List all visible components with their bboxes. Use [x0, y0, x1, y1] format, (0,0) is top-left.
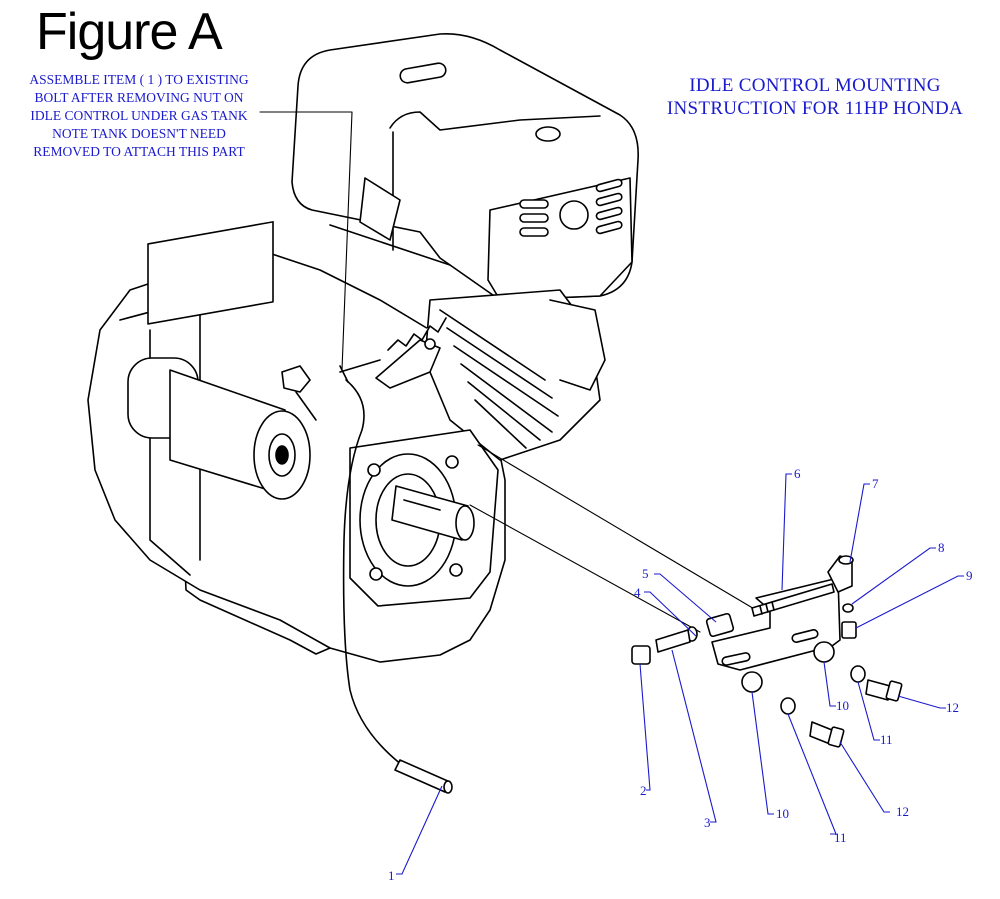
callout-10-lower: 10 — [776, 806, 789, 821]
cable-end-tube — [394, 759, 453, 794]
crankshaft — [391, 485, 475, 541]
callout-11-lower: 11 — [834, 830, 847, 845]
heading-line: IDLE CONTROL MOUNTING — [689, 75, 941, 96]
idle-bracket — [711, 577, 841, 671]
elbow-fitting — [827, 555, 854, 593]
throttle-spring — [339, 317, 447, 389]
instruction-heading: IDLE CONTROL MOUNTING INSTRUCTION FOR 11… — [640, 74, 990, 120]
heading-line: INSTRUCTION FOR 11HP HONDA — [666, 98, 964, 119]
hex-bolt — [865, 679, 903, 702]
note-line: ASSEMBLE ITEM ( 1 ) TO EXISTING — [29, 72, 249, 87]
note-line: REMOVED TO ATTACH THIS PART — [33, 144, 245, 159]
note-line: NOTE TANK DOESN'T NEED — [52, 126, 226, 141]
callout-2: 2 — [640, 783, 647, 798]
lock-washer — [780, 697, 796, 715]
callout-3: 3 — [704, 815, 711, 830]
air-cleaner — [487, 177, 633, 301]
callout-10-upper: 10 — [836, 698, 849, 713]
hex-bolt — [809, 721, 845, 748]
hex-nut — [631, 645, 651, 665]
callout-4: 4 — [634, 585, 641, 600]
figure-title: Figure A — [36, 3, 223, 61]
callout-7: 7 — [872, 476, 879, 491]
note-line: BOLT AFTER REMOVING NUT ON — [34, 90, 244, 105]
flat-washer — [813, 641, 835, 663]
callout-9: 9 — [966, 568, 973, 583]
assembly-note: ASSEMBLE ITEM ( 1 ) TO EXISTING BOLT AFT… — [8, 71, 270, 161]
callout-6: 6 — [794, 466, 801, 481]
idle-control-cable — [339, 365, 421, 779]
callout-labels: 1 2 3 4 5 6 7 8 9 10 10 11 11 12 12 — [388, 466, 973, 883]
callout-11-upper: 11 — [880, 732, 893, 747]
choke-lever — [281, 365, 317, 421]
callout-5: 5 — [642, 566, 649, 581]
callout-12-lower: 12 — [896, 804, 909, 819]
ferrule — [842, 603, 854, 613]
note-line: IDLE CONTROL UNDER GAS TANK — [30, 108, 248, 123]
callout-leaders — [396, 473, 964, 875]
alignment-lines — [259, 111, 757, 633]
callout-12-upper: 12 — [946, 700, 959, 715]
shoulder-bolt — [655, 629, 691, 653]
compression-nut — [841, 621, 857, 639]
flat-washer — [741, 671, 763, 693]
callout-1: 1 — [388, 868, 395, 883]
lock-washer — [850, 665, 866, 683]
callout-8: 8 — [938, 540, 945, 555]
recoil-starter — [127, 221, 311, 500]
threaded-stud — [751, 583, 835, 617]
cylinder-fins — [424, 289, 606, 461]
